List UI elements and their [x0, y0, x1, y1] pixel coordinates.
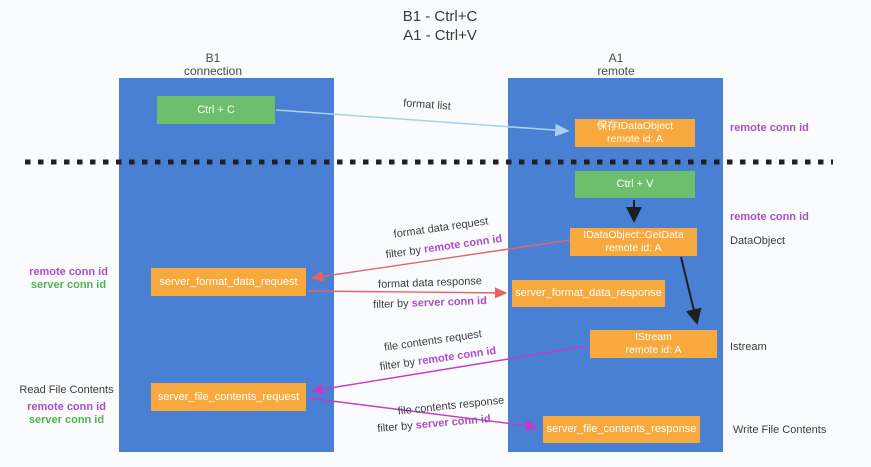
node-save-idataobject-line2: remote id: A — [606, 133, 664, 145]
node-getdata-line2: remote id: A — [605, 242, 662, 254]
filter-by-text: filter by — [376, 419, 414, 435]
node-ctrl-c-label: Ctrl + C — [197, 103, 235, 116]
filter-by-text: filter by — [385, 244, 422, 262]
node-server-file-contents-request: server_file_contents_request — [151, 383, 306, 411]
node-save-idataobject: 保存IDataObject remote id: A — [575, 119, 695, 147]
legend-server-conn-id: server conn id — [28, 414, 105, 426]
node-server-file-contents-request-label: server_file_contents_request — [157, 390, 300, 403]
lane-a1-name: A1 — [608, 51, 624, 65]
lane-header-a1: A1 remote — [556, 52, 676, 77]
label-istream: Istream — [730, 341, 767, 353]
label-format-list: format list — [402, 97, 452, 113]
node-server-file-contents-response: server_file_contents_response — [543, 416, 700, 443]
label-format-response-filter: filter by server conn id — [373, 295, 487, 311]
remote-conn-id-text: remote conn id — [423, 232, 503, 256]
node-ctrl-v: Ctrl + V — [575, 171, 695, 198]
node-ctrl-v-label: Ctrl + V — [616, 178, 654, 190]
lane-a1-subtitle: remote — [597, 63, 635, 78]
remote-conn-id-text: remote conn id — [417, 344, 497, 368]
node-server-format-data-request-label: server_format_data_request — [159, 275, 298, 288]
node-server-format-data-request: server_format_data_request — [151, 268, 306, 296]
label-file-response-filter: filter by server conn id — [377, 413, 491, 435]
node-idataobject-getdata: IDataObject::GetData remote id: A — [570, 228, 697, 256]
legend-file-contents: Read File Contents remote conn id server… — [14, 384, 119, 427]
node-server-format-data-response-label: server_format_data_response — [515, 287, 662, 299]
server-conn-id-text: server conn id — [411, 295, 488, 310]
title-line-2: A1 - Ctrl+V — [403, 27, 477, 44]
lane-b1-subtitle: connection — [183, 63, 243, 78]
lane-b1-name: B1 — [205, 51, 221, 65]
node-save-idataobject-line1: 保存IDataObject — [596, 120, 674, 132]
title-line-1: B1 - Ctrl+C — [402, 8, 478, 25]
node-server-file-contents-response-label: server_file_contents_response — [546, 423, 697, 435]
label-write-file-contents: Write File Contents — [733, 424, 827, 436]
label-dataobject: DataObject — [730, 235, 786, 247]
format-data-response-arrow — [307, 287, 508, 299]
filter-by-text: filter by — [379, 356, 416, 374]
legend-remote-conn-id: remote conn id — [27, 401, 106, 413]
node-istream: IStream remote id: A — [590, 330, 717, 358]
legend-format-conn-ids: remote conn id server conn id — [16, 266, 121, 292]
node-ctrl-c: Ctrl + C — [157, 96, 275, 124]
label-format-data-response: format data response — [377, 275, 483, 291]
node-istream-line1: IStream — [635, 331, 672, 343]
label-remote-conn-id-mid-right: remote conn id — [730, 211, 809, 223]
node-getdata-line1: IDataObject::GetData — [583, 229, 684, 241]
server-conn-id-text: server conn id — [415, 413, 492, 432]
label-remote-conn-id-top-right: remote conn id — [730, 122, 809, 134]
node-istream-line2: remote id: A — [625, 344, 682, 356]
diagram-title: B1 - Ctrl+C A1 - Ctrl+V — [352, 7, 528, 45]
filter-by-text: filter by — [372, 297, 409, 311]
label-read-file-contents: Read File Contents — [19, 384, 114, 396]
legend-remote-conn-id: remote conn id — [29, 266, 108, 278]
legend-server-conn-id: server conn id — [30, 279, 107, 291]
lane-header-b1: B1 connection — [153, 52, 273, 77]
node-server-format-data-response: server_format_data_response — [512, 280, 665, 307]
